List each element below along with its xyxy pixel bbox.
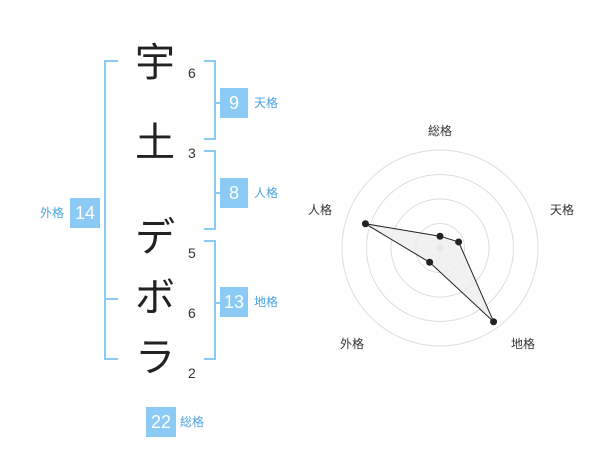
radar-point-3: [490, 318, 498, 326]
tenkaku-bracket-top: [204, 60, 216, 62]
chikaku-bracket-tick: [214, 302, 220, 304]
jinkaku-bracket-bottom: [204, 228, 216, 230]
soukaku-label: 総格: [180, 415, 205, 429]
radar-axis-label-gaikaku: 外格: [340, 337, 365, 351]
name-char-5: ラ: [135, 335, 175, 381]
radar-axis-label-tenkaku: 天格: [550, 203, 575, 217]
radar-point-1: [436, 232, 444, 240]
name-char-1: 宇: [135, 40, 175, 86]
radar-ring: [390, 198, 490, 298]
chikaku-label: 地格: [254, 295, 279, 309]
name-char-2: 土: [135, 120, 175, 166]
gaikaku-label: 外格: [40, 206, 65, 220]
tenkaku-bracket-bottom: [204, 138, 216, 140]
gaikaku-value-badge: 14: [70, 198, 100, 228]
gaikaku-bracket-top: [104, 60, 118, 62]
name-char-4: ボ: [135, 275, 175, 321]
radar-polygon: [365, 223, 495, 323]
jinkaku-bracket-vertical: [214, 150, 216, 230]
jinkaku-value-badge: 8: [220, 178, 248, 208]
gaikaku-bracket-vertical: [104, 60, 106, 360]
stroke-count-5: 2: [188, 365, 196, 381]
stroke-count-2: 3: [188, 145, 196, 161]
stroke-count-4: 6: [188, 305, 196, 321]
stroke-count-3: 5: [188, 245, 196, 261]
chikaku-bracket-bottom: [204, 358, 216, 360]
gaikaku-bracket-bottom: [104, 358, 118, 360]
radar-point-5: [361, 220, 369, 228]
chikaku-bracket-vertical: [214, 240, 216, 360]
jinkaku-label: 人格: [254, 186, 279, 200]
radar-ring: [341, 149, 539, 347]
radar-point-2: [455, 238, 463, 246]
stroke-count-1: 6: [188, 65, 196, 81]
jinkaku-bracket-top: [204, 150, 216, 152]
tenkaku-label: 天格: [254, 96, 279, 110]
name-char-3: デ: [135, 215, 175, 261]
radar-axis-label-soukaku: 総格: [428, 124, 453, 138]
radar-point-4: [426, 258, 434, 266]
chikaku-bracket-top: [204, 240, 216, 242]
tenkaku-value-badge: 9: [220, 88, 248, 118]
jinkaku-bracket-tick: [214, 192, 220, 194]
tenkaku-bracket-vertical: [214, 60, 216, 140]
radar-axis-label-chikaku: 地格: [511, 337, 536, 351]
radar-ring: [366, 174, 514, 322]
radar-axis-label-jinkaku: 人格: [308, 203, 333, 217]
chikaku-value-badge: 13: [220, 287, 248, 317]
gaikaku-bracket-middle: [104, 298, 118, 300]
soukaku-value-badge: 22: [146, 407, 176, 437]
tenkaku-bracket-tick: [214, 102, 220, 104]
